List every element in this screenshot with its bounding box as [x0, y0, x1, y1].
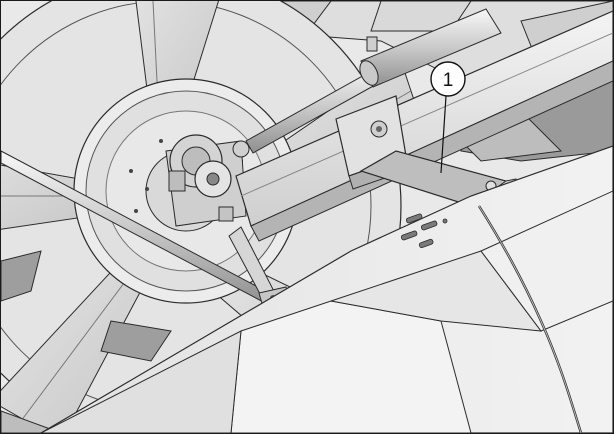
callout-label: 1 — [443, 70, 454, 91]
callout-1: 1 — [430, 61, 466, 174]
hub-bracket — [165, 134, 247, 227]
support-arm — [235, 10, 613, 242]
gas-spring — [232, 8, 502, 158]
callout-leader-line — [440, 95, 447, 174]
slotted-plate — [400, 213, 448, 249]
housing-cover — [39, 145, 613, 433]
sprocket-teeth — [1, 250, 172, 362]
callout-circle — [430, 61, 466, 97]
